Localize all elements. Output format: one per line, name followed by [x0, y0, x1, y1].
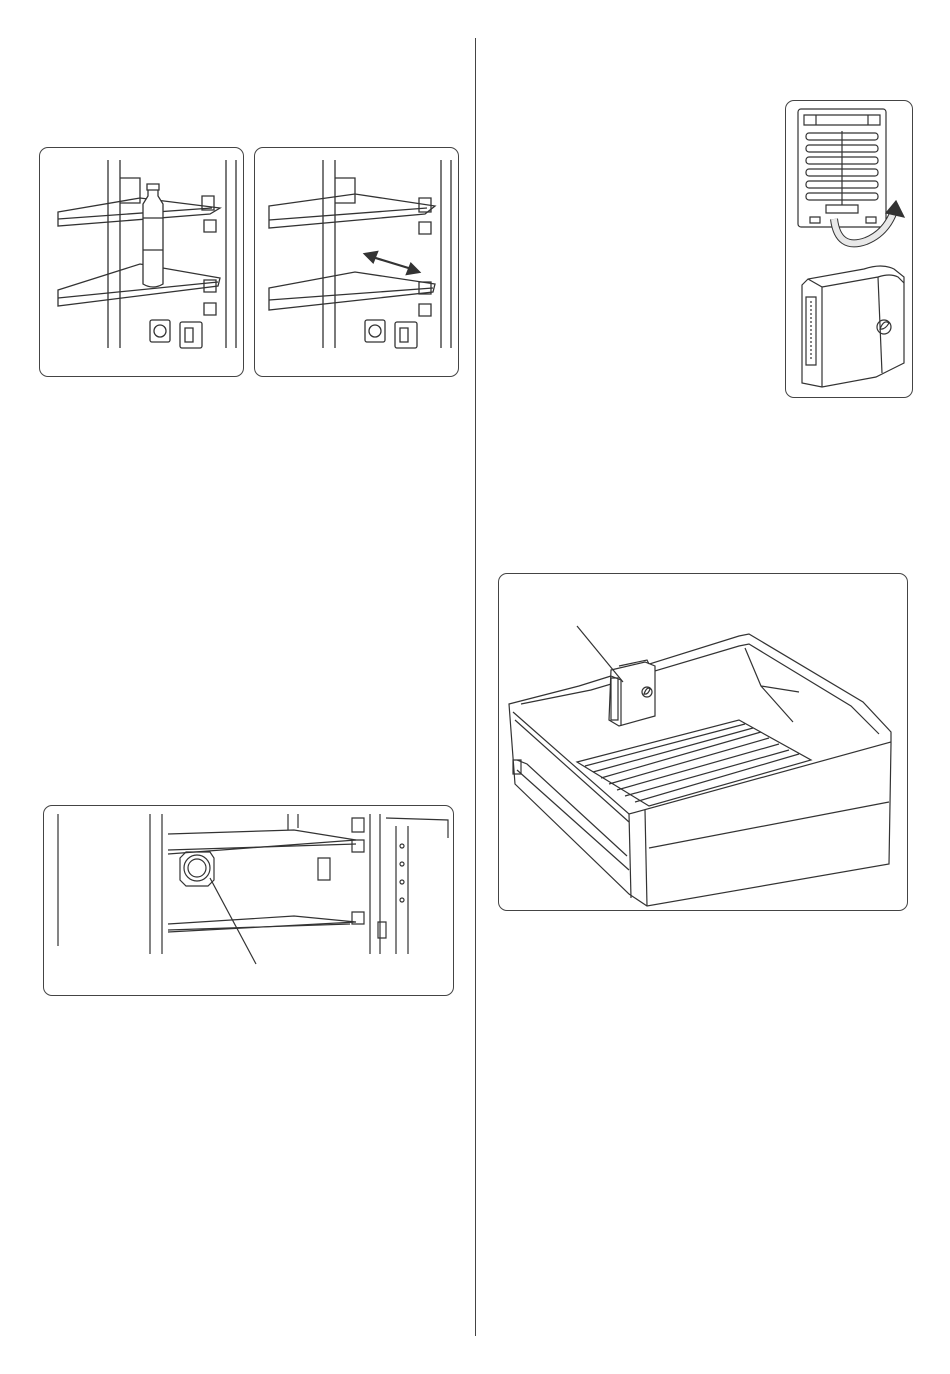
bottle-icon	[143, 184, 163, 287]
column-divider	[475, 38, 476, 1336]
lower-shelf	[168, 912, 364, 932]
filter-cartridge-closed	[802, 266, 904, 387]
figure-crisper-drawer	[498, 573, 908, 911]
cabinet-rails	[108, 160, 236, 348]
left-wall	[58, 814, 162, 954]
drawer-body	[509, 634, 891, 906]
figure-odor-filter-cartridge	[785, 100, 913, 398]
lower-shelf	[58, 264, 220, 306]
figure-shelf-slide	[254, 147, 459, 377]
filter-frame-open	[798, 109, 886, 227]
control-buttons	[150, 320, 202, 348]
filter-cartridge-in-drawer	[609, 660, 655, 726]
figure-shelf-with-bottle	[39, 147, 244, 377]
filter-slats	[806, 131, 878, 205]
upper-shelf	[58, 198, 220, 226]
rotate-arrow-icon	[834, 201, 904, 243]
fan-icon	[180, 852, 214, 886]
side-panel	[288, 814, 448, 954]
double-arrow-icon	[365, 252, 419, 274]
shelf-brackets	[419, 198, 431, 316]
cabinet-rails	[323, 160, 451, 348]
control-buttons	[365, 320, 417, 348]
upper-shelf	[269, 194, 435, 228]
figure-fridge-interior-fan	[43, 805, 454, 996]
upper-shelf	[168, 818, 364, 854]
callout-line	[577, 626, 623, 682]
lower-shelf	[269, 272, 435, 310]
